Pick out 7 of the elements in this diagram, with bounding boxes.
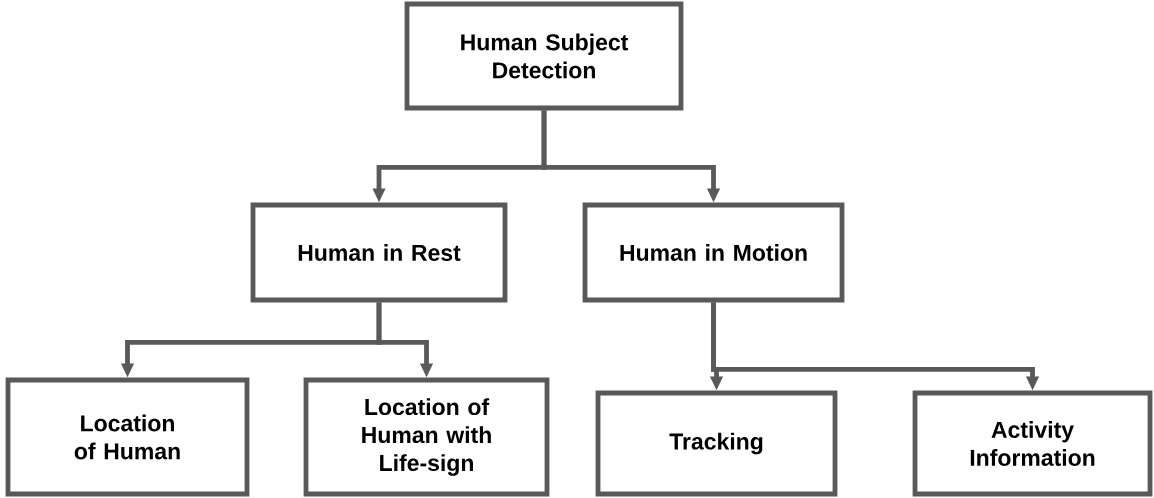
category-box: Human in Motion bbox=[582, 202, 845, 303]
category-box: Location of Human bbox=[5, 377, 250, 497]
category-box: Activity Information bbox=[912, 390, 1153, 497]
category-box: Tracking bbox=[595, 390, 838, 497]
category-box: Human in Rest bbox=[250, 202, 508, 303]
category-box: Location of Human with Life-sign bbox=[303, 377, 550, 497]
category-box: Human Subject Detection bbox=[404, 1, 684, 111]
